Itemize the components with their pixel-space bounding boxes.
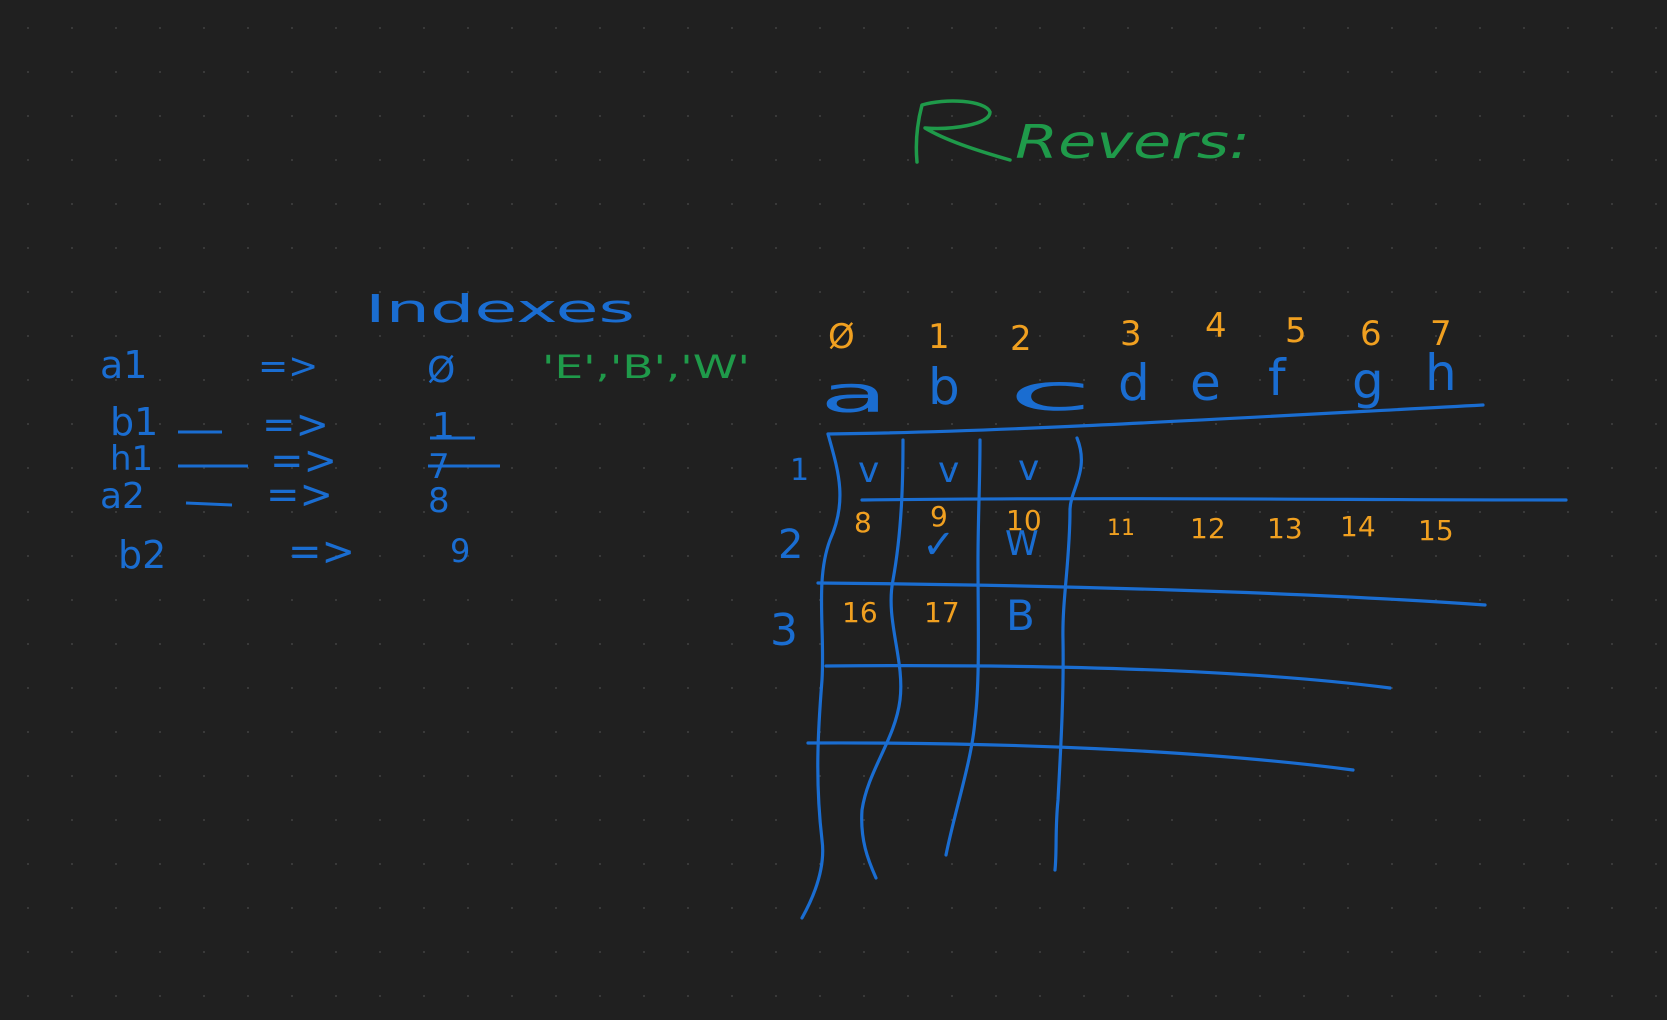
row2-marks: ✓ W	[922, 522, 1039, 568]
row-labels: 1 2 3	[770, 453, 809, 656]
cell-number: 9	[930, 500, 948, 533]
cell-mark: v	[1018, 448, 1039, 489]
grid-line-row2	[816, 581, 1487, 607]
row-label: 3	[770, 605, 798, 656]
mapping-key: b2	[118, 533, 166, 577]
check-mark-icon: ✓	[922, 522, 956, 568]
mapping-index: 9	[450, 532, 470, 570]
row2-numbers: 8 9 10 11 12 13 14 15	[854, 500, 1454, 547]
title-group: Revers:	[914, 99, 1250, 169]
cell-number: 13	[1267, 512, 1303, 545]
key-underline	[185, 501, 233, 507]
grid-line-col-c	[1053, 436, 1083, 872]
grid-line-col-b	[944, 438, 982, 857]
column-letter: e	[1190, 354, 1221, 412]
mapping-index: 8	[428, 481, 450, 521]
cell-number: 12	[1190, 512, 1226, 545]
column-letter: a	[820, 366, 888, 424]
board-grid	[800, 403, 1568, 920]
column-letter: b	[928, 358, 960, 416]
page-title: Revers:	[1015, 115, 1250, 169]
mapping-row: b1 => 1	[110, 400, 455, 448]
column-letters: a b c d e f g h	[820, 344, 1457, 424]
mapping-arrow: =>	[288, 529, 355, 575]
cell-mark: W	[1005, 524, 1039, 564]
mapping-key: a2	[100, 476, 145, 517]
cell-number: 15	[1418, 514, 1454, 547]
indexes-label: Indexes	[365, 287, 635, 331]
column-letter: d	[1118, 354, 1150, 412]
row3: 16 17 B	[842, 591, 1035, 640]
cell-number: 11	[1107, 516, 1135, 541]
column-number: 2	[1010, 319, 1032, 359]
column-numbers: Ø 1 2 3 4 5 6 7	[828, 306, 1452, 359]
column-letter: f	[1268, 349, 1287, 407]
cell-number: 17	[924, 596, 960, 629]
column-number: 7	[1430, 314, 1452, 354]
row-label: 1	[790, 453, 809, 488]
cell-number: 10	[1006, 504, 1042, 537]
chars-label: 'E','B','W'	[542, 348, 750, 386]
column-number: Ø	[828, 317, 855, 357]
mapping-row: a1 => Ø	[100, 343, 455, 391]
mapping-index: 1	[432, 406, 455, 447]
grid-line-row1	[860, 497, 1568, 502]
mapping-key: h1	[110, 439, 153, 479]
indexes-section: Indexes 'E','B','W'	[365, 287, 750, 386]
mapping-arrow: =>	[270, 438, 337, 484]
column-number: 6	[1360, 314, 1382, 354]
row-label: 2	[778, 522, 803, 568]
cell-mark: v	[858, 450, 879, 491]
column-number: 4	[1205, 306, 1227, 346]
cell-number: 16	[842, 596, 878, 629]
mapping-arrow: =>	[262, 402, 329, 448]
mapping-list: a1 => Ø b1 => 1 h1 => 7 a2 => 8 b2 => 9	[100, 343, 500, 577]
mapping-key: a1	[100, 343, 147, 387]
grid-line-top	[826, 403, 1485, 436]
cell-number: 14	[1340, 510, 1376, 543]
grid-line-row4	[806, 741, 1355, 772]
grid-line-row3	[824, 664, 1392, 690]
mapping-arrow: =>	[258, 346, 318, 387]
title-stroke-R	[914, 99, 1012, 164]
column-letter: h	[1425, 344, 1457, 402]
row1-marks: v v v	[858, 448, 1039, 491]
cell-number: 8	[854, 506, 872, 539]
mapping-row: b2 => 9	[118, 529, 470, 577]
column-number: 1	[928, 317, 950, 357]
mapping-row: a2 => 8	[100, 472, 450, 521]
mapping-arrow: =>	[266, 472, 333, 518]
column-number: 3	[1120, 314, 1142, 354]
grid-line-col-a	[860, 438, 905, 880]
cell-mark: v	[938, 450, 959, 491]
column-number: 5	[1285, 311, 1307, 351]
mapping-key: b1	[110, 400, 158, 444]
cell-mark: B	[1006, 591, 1035, 640]
column-letter: c	[1008, 364, 1093, 422]
grid-line-col-left	[800, 432, 842, 920]
mapping-index: Ø	[427, 350, 455, 391]
column-letter: g	[1352, 352, 1384, 410]
